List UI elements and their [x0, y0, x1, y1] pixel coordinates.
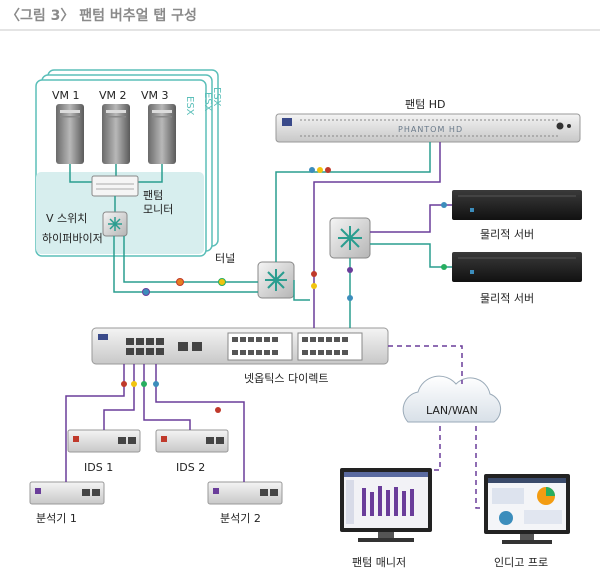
physical-server-1 [452, 190, 582, 220]
figure-title: 〈그림 3〉 팬텀 버추얼 탭 구성 [6, 7, 197, 24]
ids-label-2: IDS 2 [176, 461, 205, 474]
vm1-link [69, 164, 92, 183]
vm3-link [138, 164, 163, 183]
tunnel-to-director-line [293, 280, 310, 301]
lan-wan-cloud [402, 375, 502, 423]
tunnel-to-hd-line [275, 142, 431, 262]
vm-label-1: VM 1 [52, 89, 80, 102]
analyzer-device-2 [207, 481, 283, 505]
ids-label-1: IDS 1 [84, 461, 113, 474]
physical-server-2 [452, 252, 582, 282]
vm-label-3: VM 3 [141, 89, 169, 102]
phantom-hd-appliance [275, 113, 581, 143]
physical-switch-icon [329, 217, 371, 259]
phantom-manager-monitor [340, 468, 432, 542]
phantom-hd-faceplate: PHANTOM HD [398, 125, 463, 134]
switch-server1-line [370, 204, 452, 233]
esx-label-2: ESX [202, 92, 213, 112]
netoptics-label: 넷옵틱스 다이렉트 [244, 372, 328, 385]
director-ids2-line [143, 364, 191, 430]
server-label-2: 물리적 서버 [480, 292, 534, 305]
hd-to-director-line [313, 142, 441, 328]
phantom-hd-label: 팬텀 HD [405, 98, 445, 111]
hypervisor-label: 하이퍼바이저 [42, 231, 103, 245]
ids-device-1 [67, 429, 141, 453]
indigo-pro-label: 인디고 프로 [494, 556, 548, 569]
netoptics-director [91, 327, 389, 365]
phantom-monitor-label-1: 팬텀 [143, 189, 163, 202]
line-markers [121, 167, 447, 413]
indigo-pro-monitor [484, 474, 570, 544]
tunnel-line-a [123, 236, 258, 283]
esx-label-1: ESX [184, 96, 195, 116]
analyzer-label-1: 분석기 1 [36, 512, 77, 525]
server-label-1: 물리적 서버 [480, 228, 534, 241]
lan-dashed-lines [388, 345, 484, 509]
phantom-monitor-label-2: 모니터 [143, 203, 173, 216]
phantom-monitor [91, 175, 139, 197]
analyzer-label-2: 분석기 2 [220, 512, 261, 525]
vm-tower-3 [148, 104, 176, 164]
vm-tower-2 [102, 104, 130, 164]
vswitch-icon [102, 211, 128, 237]
esx-label-3: ESX [211, 87, 222, 107]
tunnel-label: 터널 [215, 252, 235, 265]
vm-label-2: VM 2 [99, 89, 127, 102]
analyzer-device-1 [29, 481, 105, 505]
ids-device-2 [155, 429, 229, 453]
vswitch-label: V 스위치 [46, 212, 87, 225]
director-ids1-line [103, 364, 135, 430]
tunnel-switch-icon [257, 261, 295, 299]
tunnel-line-b [113, 236, 258, 293]
switch-server2-line [370, 243, 452, 268]
director-analyzer1-line [65, 364, 125, 482]
phantom-manager-label: 팬텀 매니저 [352, 556, 406, 569]
vm-tower-1 [56, 104, 84, 164]
lan-wan-label: LAN/WAN [426, 404, 478, 417]
